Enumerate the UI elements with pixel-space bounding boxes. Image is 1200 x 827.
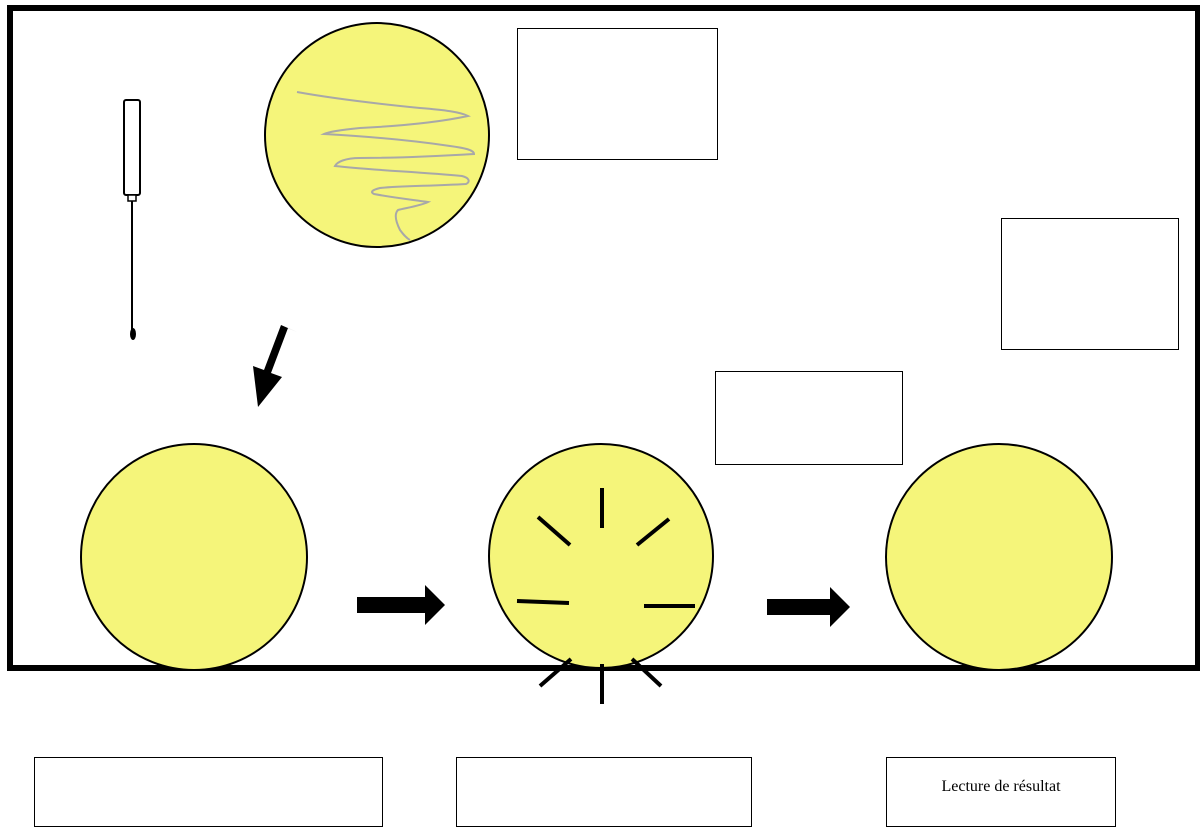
label-box-right[interactable] [1001,218,1179,350]
label-box-top-center[interactable] [517,28,718,160]
label-box-middle[interactable] [715,371,903,465]
petri-dish [488,443,714,669]
label-box-bottom-left[interactable] [34,757,383,827]
label-box-bottom-center[interactable] [456,757,752,827]
label-box-text [35,758,382,778]
arrow-icon [357,585,445,625]
label-box-text [518,29,717,49]
streaked-petri-dish [264,22,490,248]
radiation-rays-icon [516,488,695,704]
arrow-icon [767,587,850,627]
petri-dish [80,443,308,671]
arrow-icon [253,325,297,407]
label-box-bottom-right[interactable]: Lecture de résultat [886,757,1116,827]
streak-line [296,91,476,241]
label-box-text [1002,219,1178,239]
inoculation-loop-icon [123,99,141,340]
label-box-text [457,758,751,778]
petri-dish [264,22,490,248]
label-box-text [716,372,902,392]
petri-dish [885,443,1113,671]
result-reading-label: Lecture de résultat [941,778,1061,795]
